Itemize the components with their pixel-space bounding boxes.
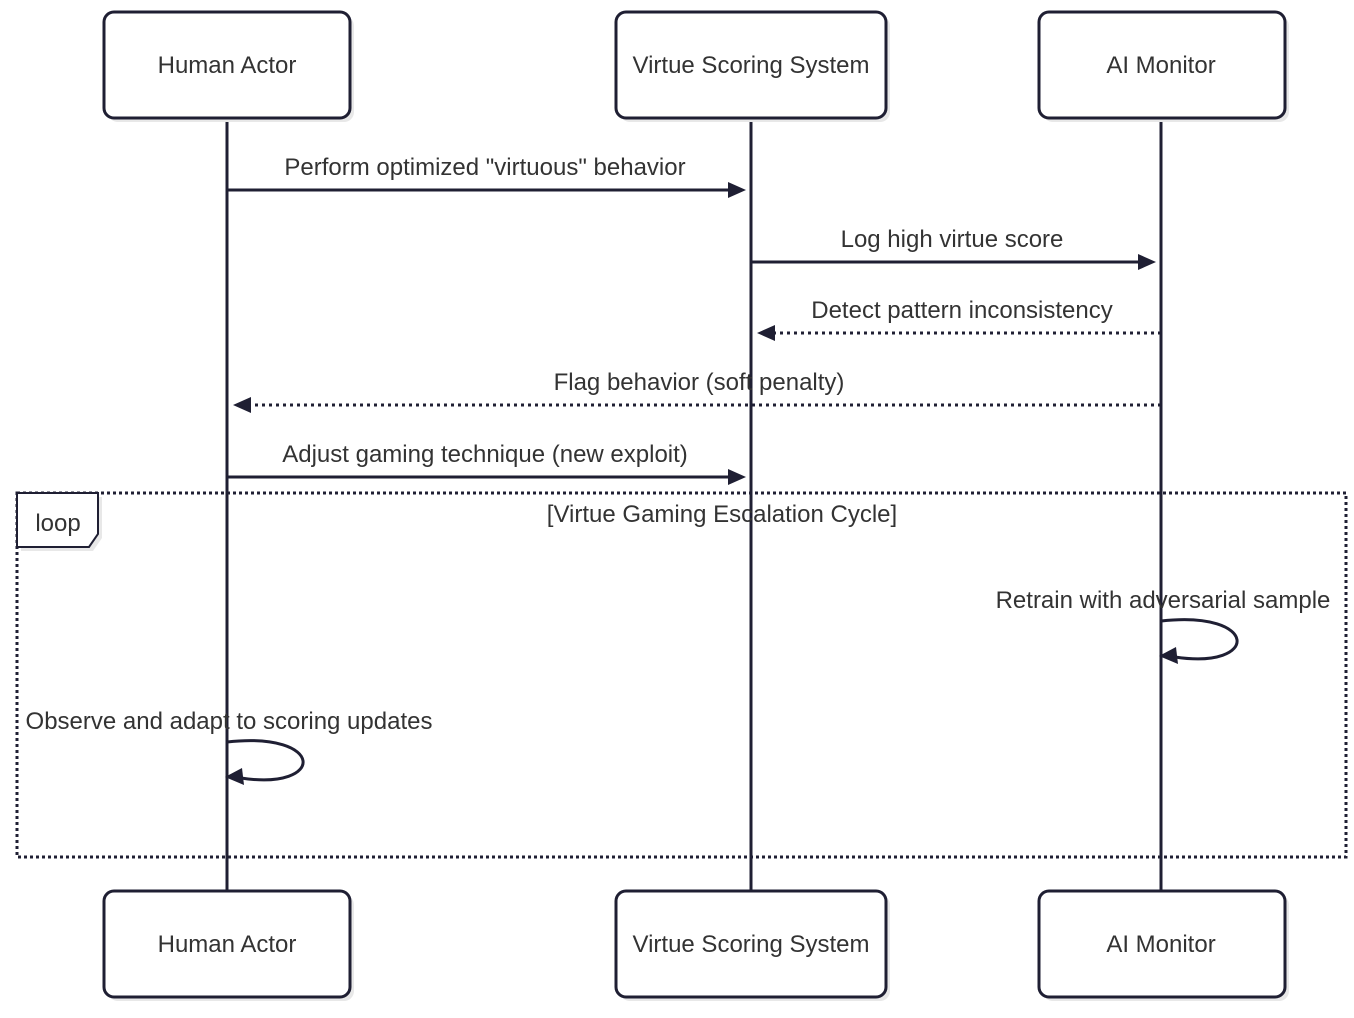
actor-bottom-ai-monitor[interactable]: AI Monitor [1037, 889, 1289, 1001]
loop-frame: loop [Virtue Gaming Escalation Cycle] [15, 491, 1348, 859]
actor-top-human-actor[interactable]: Human Actor [102, 10, 354, 122]
actor-label: Human Actor [158, 52, 297, 79]
actor-label: AI Monitor [1106, 931, 1215, 958]
message-label: Log high virtue score [841, 226, 1064, 253]
message-label: Observe and adapt to scoring updates [26, 708, 433, 735]
message-label: Retrain with adversarial sample [996, 587, 1331, 614]
message-flag-behavior[interactable]: Flag behavior (soft penalty) [233, 369, 1161, 413]
loop-tag [16, 492, 99, 548]
message-detect-inconsistency[interactable]: Detect pattern inconsistency [757, 297, 1161, 341]
loop-tag-label: loop [35, 510, 80, 537]
arrow-head-icon [728, 182, 746, 198]
arrow-head-icon [1138, 254, 1156, 270]
self-message-observe-adapt[interactable]: Observe and adapt to scoring updates [26, 708, 433, 785]
message-label: Detect pattern inconsistency [811, 297, 1113, 324]
actor-label: Human Actor [158, 931, 297, 958]
message-label: Adjust gaming technique (new exploit) [282, 441, 688, 468]
actor-bottom-human-actor[interactable]: Human Actor [102, 889, 354, 1001]
actor-top-virtue-scoring-system[interactable]: Virtue Scoring System [614, 10, 890, 122]
actor-label: Virtue Scoring System [633, 52, 870, 79]
message-perform-behavior[interactable]: Perform optimized "virtuous" behavior [227, 154, 746, 198]
message-adjust-technique[interactable]: Adjust gaming technique (new exploit) [227, 441, 746, 485]
arrow-head-icon [225, 768, 244, 785]
actor-bottom-virtue-scoring-system[interactable]: Virtue Scoring System [614, 889, 890, 1001]
actor-label: AI Monitor [1106, 52, 1215, 79]
message-label: Flag behavior (soft penalty) [554, 369, 845, 396]
self-message-retrain[interactable]: Retrain with adversarial sample [996, 587, 1331, 664]
arrow-head-icon [233, 397, 251, 413]
actor-label: Virtue Scoring System [633, 931, 870, 958]
actor-top-ai-monitor[interactable]: AI Monitor [1037, 10, 1289, 122]
message-log-virtue-score[interactable]: Log high virtue score [751, 226, 1156, 270]
arrow-head-icon [757, 325, 775, 341]
message-label: Perform optimized "virtuous" behavior [284, 154, 685, 181]
arrow-head-icon [728, 469, 746, 485]
loop-condition: [Virtue Gaming Escalation Cycle] [547, 501, 897, 528]
arrow-head-icon [1159, 647, 1178, 664]
